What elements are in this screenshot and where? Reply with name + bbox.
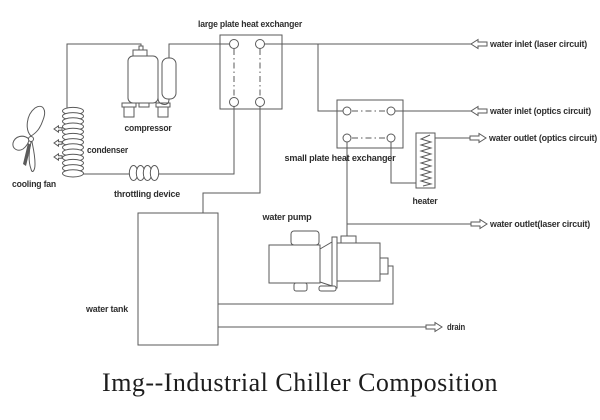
drain-label: drain [447, 322, 465, 332]
image-caption: Img--Industrial Chiller Composition [102, 368, 498, 397]
accumulator-body [161, 57, 177, 100]
throttling-device-label: throttling device [114, 189, 180, 199]
pump-motor-body [268, 244, 321, 284]
water-pump-label: water pump [261, 212, 312, 222]
fan-blade-shade [23, 143, 31, 166]
water-tank-label: water tank [85, 304, 129, 314]
cooling-fan-label: cooling fan [12, 179, 56, 189]
drain-arrow-icon [425, 321, 443, 333]
airflow-arrow-icon [53, 124, 63, 134]
condenser-coil [62, 106, 84, 178]
pump-discharge-fitting [340, 235, 357, 244]
compressor-base-tab [138, 102, 150, 108]
fan-blade-left [12, 135, 30, 151]
compressor-foot-flange-left [121, 102, 137, 108]
large-hx-port [229, 97, 239, 107]
water-inlet-optics-label: water inlet (optics circuit) [489, 106, 591, 116]
large-plate-heat-exchanger-icon [219, 34, 283, 110]
heater-element [419, 134, 433, 187]
compressor-icon [121, 45, 177, 118]
water-inlet-laser-arrow-icon [470, 38, 488, 50]
airflow-arrow-icon [53, 152, 63, 162]
pump-cone [319, 241, 333, 287]
heater-frame [415, 132, 436, 189]
pump-motor-foot [293, 282, 308, 292]
compressor-foot-left [123, 106, 135, 118]
small-hx-port [386, 133, 396, 143]
throttle-loop [149, 165, 160, 181]
large-hx-frame [219, 34, 283, 110]
diagram-canvas: large plate heat exchanger compressor co… [12, 19, 597, 346]
compressor-foot-right [157, 106, 169, 118]
condenser-label: condenser [87, 145, 129, 155]
small-plate-heat-exchanger-label: small plate heat exchanger [285, 153, 397, 163]
airflow-arrow-icon [53, 138, 63, 148]
pipe-condenser-to-compressor [66, 43, 142, 109]
airflow-arrows [53, 124, 63, 162]
fan-blade-top [26, 105, 46, 137]
pipe-evaporator-to-tank [202, 106, 261, 213]
compressor-label: compressor [125, 123, 173, 133]
water-tank-icon [137, 212, 219, 346]
water-outlet-laser-label: water outlet(laser circuit) [489, 219, 590, 229]
water-inlet-optics-arrow-icon [470, 105, 488, 117]
pump-terminal-box [290, 230, 320, 246]
water-outlet-optics-label: water outlet (optics circuit) [488, 133, 597, 143]
pump-flange [331, 236, 338, 289]
pipe-small-hx-to-heater [390, 142, 416, 184]
heater-icon [415, 132, 436, 189]
water-outlet-laser-arrow-icon [470, 218, 488, 230]
water-outlet-optics-arrow-icon [469, 132, 487, 144]
accumulator-outlet-curve [157, 97, 170, 105]
fan-hub [28, 136, 34, 142]
pipe-tank-to-pump-suction [218, 265, 394, 305]
pipe-branch-to-small-hx [317, 44, 343, 112]
water-inlet-laser-label: water inlet (laser circuit) [489, 39, 587, 49]
pipe-accumulator-to-evaporator [168, 43, 230, 58]
small-hx-port [386, 106, 396, 116]
pipe-throttle-to-evaporator [80, 106, 235, 175]
large-hx-port [255, 97, 265, 107]
small-hx-frame [336, 99, 404, 149]
pump-body [336, 242, 381, 282]
compressor-inlet-nub [138, 45, 144, 51]
compressor-cap [132, 49, 148, 57]
throttling-device-coil [128, 165, 160, 181]
small-hx-port [342, 133, 352, 143]
compressor-body [127, 55, 159, 104]
water-pump-icon [268, 230, 389, 292]
heater-label: heater [413, 196, 439, 206]
large-hx-port [229, 39, 239, 49]
large-plate-heat-exchanger-label: large plate heat exchanger [198, 19, 303, 29]
pump-flange-foot [318, 285, 337, 292]
condenser-loop [62, 169, 84, 178]
small-hx-port [342, 106, 352, 116]
fan-blade-bottom [28, 141, 36, 172]
large-hx-port [255, 39, 265, 49]
pump-end-cap [379, 257, 389, 275]
cooling-fan-icon [12, 105, 46, 172]
small-plate-heat-exchanger-icon [336, 99, 404, 149]
